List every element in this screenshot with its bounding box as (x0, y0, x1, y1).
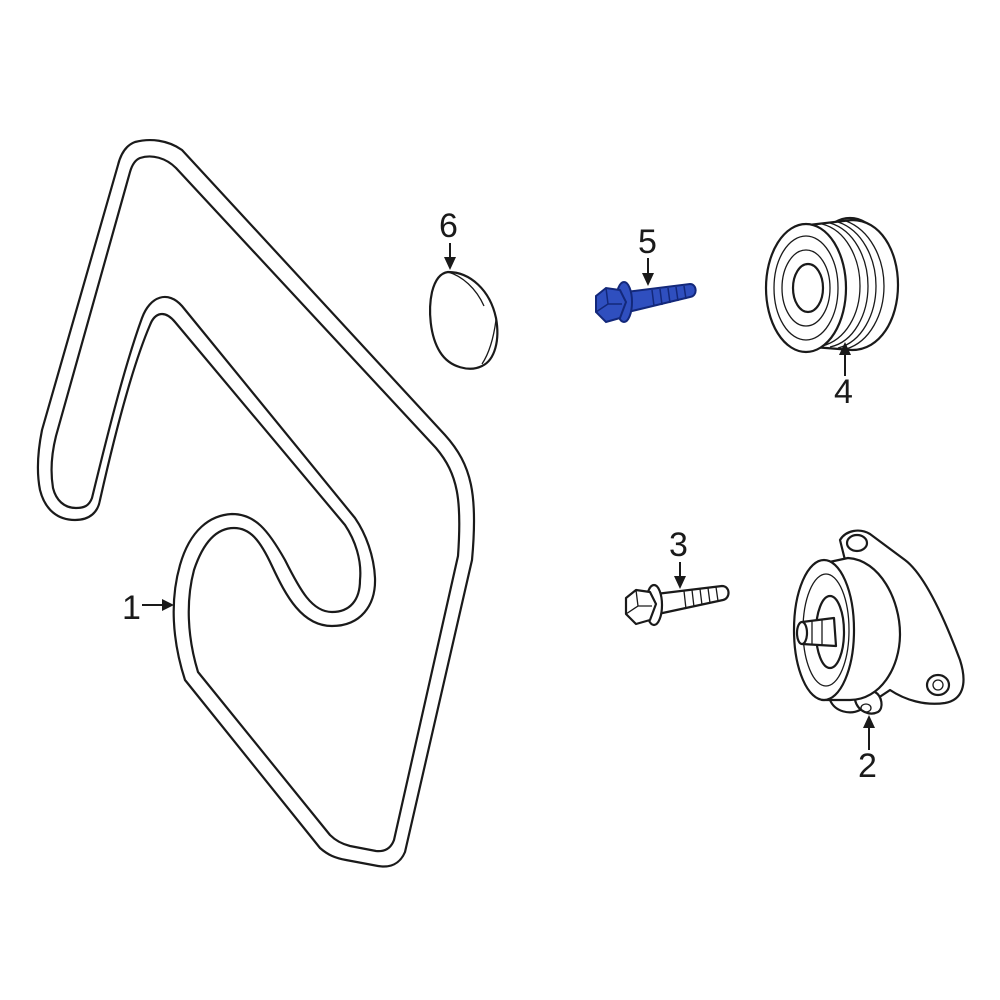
dust-cap-icon[interactable] (429, 270, 499, 370)
serpentine-belt-icon[interactable] (36, 139, 476, 868)
callout-1: 1 (122, 589, 174, 627)
arrowhead-1 (162, 599, 174, 611)
callout-5: 5 (638, 223, 657, 286)
arrowhead-6 (444, 257, 456, 270)
callout-label-4: 4 (834, 373, 853, 411)
callout-label-1: 1 (122, 589, 141, 627)
callout-4: 4 (834, 342, 853, 411)
callout-3: 3 (669, 526, 688, 589)
arrowhead-2 (863, 715, 875, 728)
arrowhead-5 (642, 273, 654, 286)
callout-label-6: 6 (439, 207, 458, 245)
tensioner-bolt-icon[interactable] (624, 583, 730, 627)
callout-label-2: 2 (858, 747, 877, 785)
pulley-bolt-icon[interactable] (595, 281, 697, 324)
arrowhead-3 (674, 576, 686, 589)
idler-pulley-icon[interactable] (764, 216, 900, 354)
callout-6: 6 (439, 207, 458, 270)
arrowhead-4 (839, 342, 851, 355)
callout-label-3: 3 (669, 526, 688, 564)
belt-tensioner-icon[interactable] (792, 529, 965, 715)
callout-2: 2 (858, 715, 877, 785)
callout-label-5: 5 (638, 223, 657, 261)
